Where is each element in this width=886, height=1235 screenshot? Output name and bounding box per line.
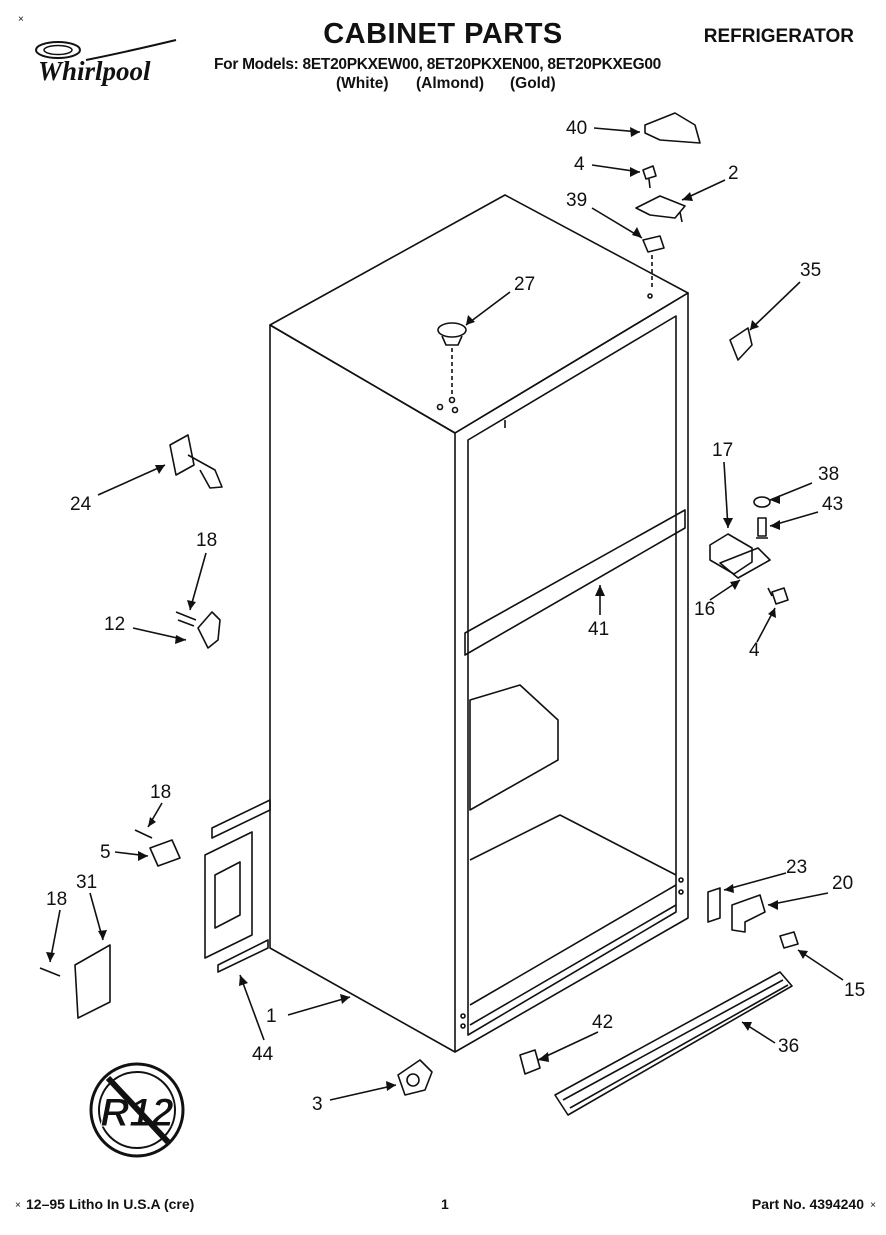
callout-27: 27	[514, 274, 535, 295]
callout-3: 3	[312, 1094, 323, 1115]
cabinet-front-frame	[454, 292, 689, 1053]
callout-18-middle: 18	[150, 782, 171, 803]
models-line: For Models: 8ET20PKXEW00, 8ET20PKXEN00, …	[214, 56, 661, 73]
callout-17: 17	[712, 440, 733, 461]
part-number: Part No. 4394240	[751, 1196, 864, 1212]
divider-bar	[464, 509, 686, 656]
roller-3	[397, 1059, 433, 1096]
callout-39: 39	[566, 190, 587, 211]
callout-16: 16	[694, 599, 715, 620]
hinge-cover	[644, 112, 701, 144]
category-label: REFRIGERATOR	[703, 26, 854, 47]
bracket-12	[197, 611, 221, 649]
callout-42: 42	[592, 1012, 613, 1033]
cabinet-top-panel	[269, 194, 689, 434]
callout-18-upper: 18	[196, 530, 217, 551]
callout-44: 44	[252, 1044, 274, 1065]
clip-5	[149, 839, 181, 867]
callout-24: 24	[70, 494, 92, 515]
toe-grille	[554, 971, 793, 1116]
callout-12: 12	[104, 614, 125, 635]
bottom-left-bracket	[204, 831, 253, 959]
page-title: CABINET PARTS	[323, 18, 563, 50]
whirlpool-logo-icon	[35, 39, 177, 61]
callout-5: 5	[100, 842, 111, 863]
callout-43: 43	[822, 494, 843, 515]
cabinet-side-panel	[269, 324, 456, 1053]
callout-38: 38	[818, 464, 839, 485]
callout-40: 40	[566, 118, 587, 139]
color-label-gold: (Gold)	[510, 75, 556, 92]
callout-20: 20	[832, 873, 853, 894]
callout-1: 1	[266, 1006, 277, 1027]
callout-15: 15	[844, 980, 865, 1001]
callout-23: 23	[786, 857, 807, 878]
spacer-23	[707, 887, 721, 923]
color-label-almond: (Almond)	[416, 75, 485, 92]
callout-36: 36	[778, 1036, 799, 1057]
callout-2: 2	[728, 163, 739, 184]
top-hinge	[635, 195, 686, 223]
callout-4-top: 4	[574, 154, 585, 175]
callout-4-right: 4	[749, 640, 760, 661]
callout-35: 35	[800, 260, 821, 281]
color-label-white: (White)	[336, 75, 389, 92]
callout-18-lower: 18	[46, 889, 67, 910]
hinge-16	[719, 547, 771, 579]
corner-mark-bottom-right: ×	[870, 1200, 876, 1211]
handle-end-part	[729, 327, 753, 361]
litho-line: 12–95 Litho In U.S.A (cre)	[26, 1196, 195, 1212]
hinge-bracket-17	[709, 533, 753, 575]
no-r12-badge-icon: R12	[89, 1062, 185, 1158]
callout-31: 31	[76, 872, 97, 893]
hinge-20	[731, 894, 766, 933]
callout-41: 41	[588, 619, 609, 640]
leveling-leg	[169, 434, 223, 489]
page-number: 1	[441, 1196, 449, 1212]
corner-mark-bottom: ×	[15, 1200, 21, 1211]
corner-mark: ×	[18, 14, 24, 25]
cover-31	[74, 944, 111, 1019]
brand-name: Whirlpool	[38, 56, 151, 86]
